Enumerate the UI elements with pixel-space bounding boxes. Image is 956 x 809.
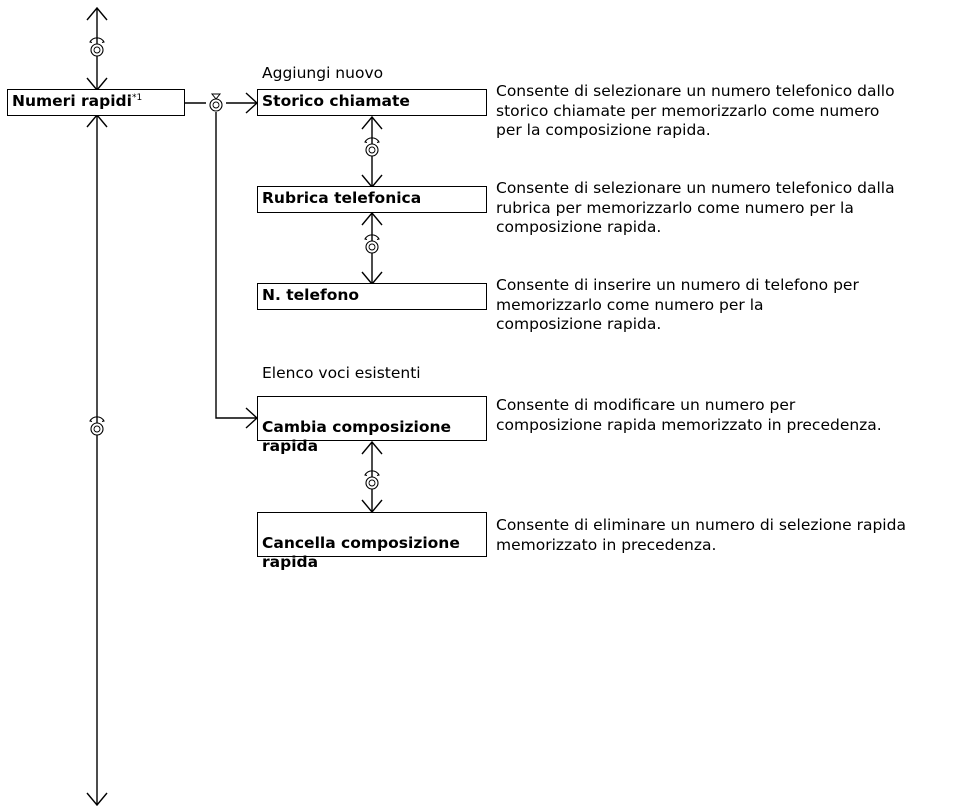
option-label: Rubrica telefonica	[262, 189, 422, 207]
option-call-history: Storico chiamate	[257, 89, 487, 116]
root-node: Numeri rapidi*1	[7, 89, 185, 116]
root-label: Numeri rapidi	[12, 92, 132, 110]
option-label: Cambia composizione rapida	[262, 418, 452, 455]
option-phone-number: N. telefono	[257, 283, 487, 310]
arrow-up-top	[86, 6, 108, 21]
description-call-history: Consente di selezionare un numero telefo…	[496, 82, 895, 139]
description-edit-speed-dial: Consente di modificare un numero per com…	[496, 396, 882, 434]
option-delete-speed-dial: Cancella composizione rapida	[257, 512, 487, 571]
description-delete-speed-dial: Consente di eliminare un numero di selez…	[496, 516, 906, 554]
group-label-existing: Elenco voci esistenti	[262, 364, 421, 382]
description-phone-number: Consente di inserire un numero di telefo…	[496, 276, 859, 333]
existing-branch	[215, 112, 257, 419]
description-phonebook: Consente di selezionare un numero telefo…	[496, 179, 895, 236]
footnote-mark: *1	[131, 92, 143, 103]
option-label: N. telefono	[262, 286, 360, 304]
arrow-down-bottom	[86, 792, 108, 807]
group-label-new: Aggiungi nuovo	[262, 64, 384, 82]
option-edit-speed-dial: Cambia composizione rapida	[257, 396, 487, 455]
option-label: Cancella composizione rapida	[262, 534, 460, 571]
press-knob-icon	[209, 93, 223, 112]
option-label: Storico chiamate	[262, 92, 410, 110]
option-phonebook: Rubrica telefonica	[257, 186, 487, 213]
